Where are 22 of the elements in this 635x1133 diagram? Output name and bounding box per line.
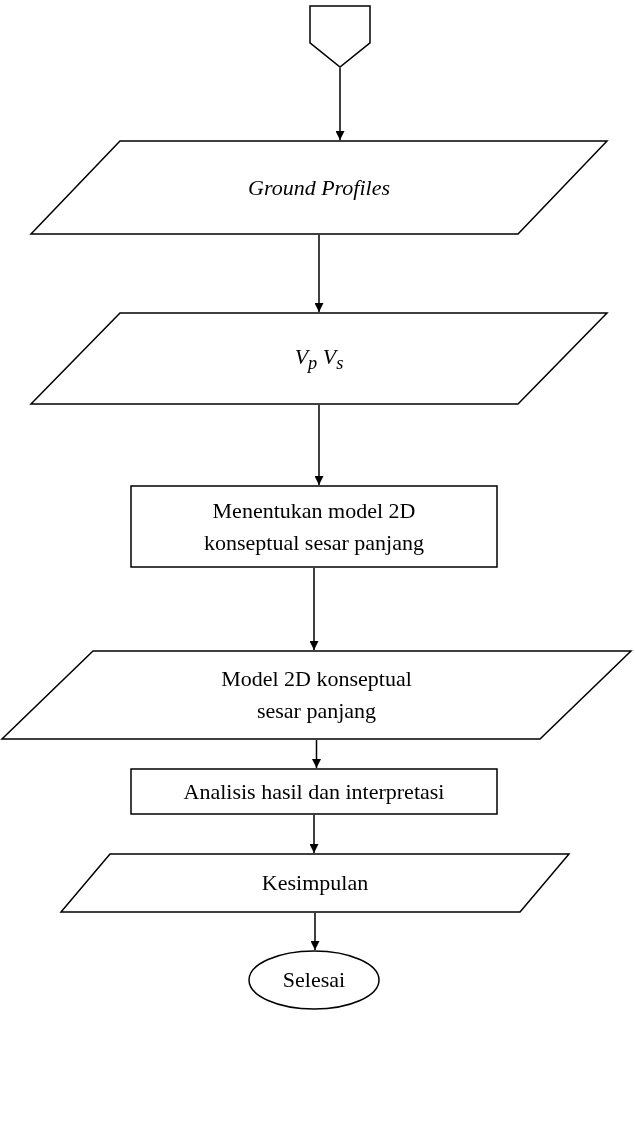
node-label: Analisis hasil dan interpretasi xyxy=(183,777,445,806)
process-box xyxy=(130,768,498,815)
data-parallelogram xyxy=(60,853,570,913)
arrow xyxy=(309,567,319,651)
arrow xyxy=(335,67,345,141)
node-label: V$_{p}$ V$_{s}$ xyxy=(294,342,344,375)
data-parallelogram xyxy=(30,140,608,235)
arrow xyxy=(314,404,324,486)
off-page-connector xyxy=(309,5,371,68)
data-parallelogram xyxy=(30,312,608,405)
process-box xyxy=(130,485,498,568)
node-label: Menentukan model 2D konseptual sesar panjang xyxy=(203,496,425,557)
node-label: Ground Profiles xyxy=(248,173,390,202)
data-parallelogram xyxy=(1,650,632,740)
arrow xyxy=(310,912,320,951)
arrow xyxy=(312,739,321,769)
arrow xyxy=(309,814,319,854)
node-label: Kesimpulan xyxy=(261,869,369,898)
node-label: Model 2D konseptual sesar panjang xyxy=(220,665,413,725)
terminator-ellipse xyxy=(248,950,380,1010)
node-label: Selesai xyxy=(282,966,346,995)
arrow xyxy=(314,234,324,313)
